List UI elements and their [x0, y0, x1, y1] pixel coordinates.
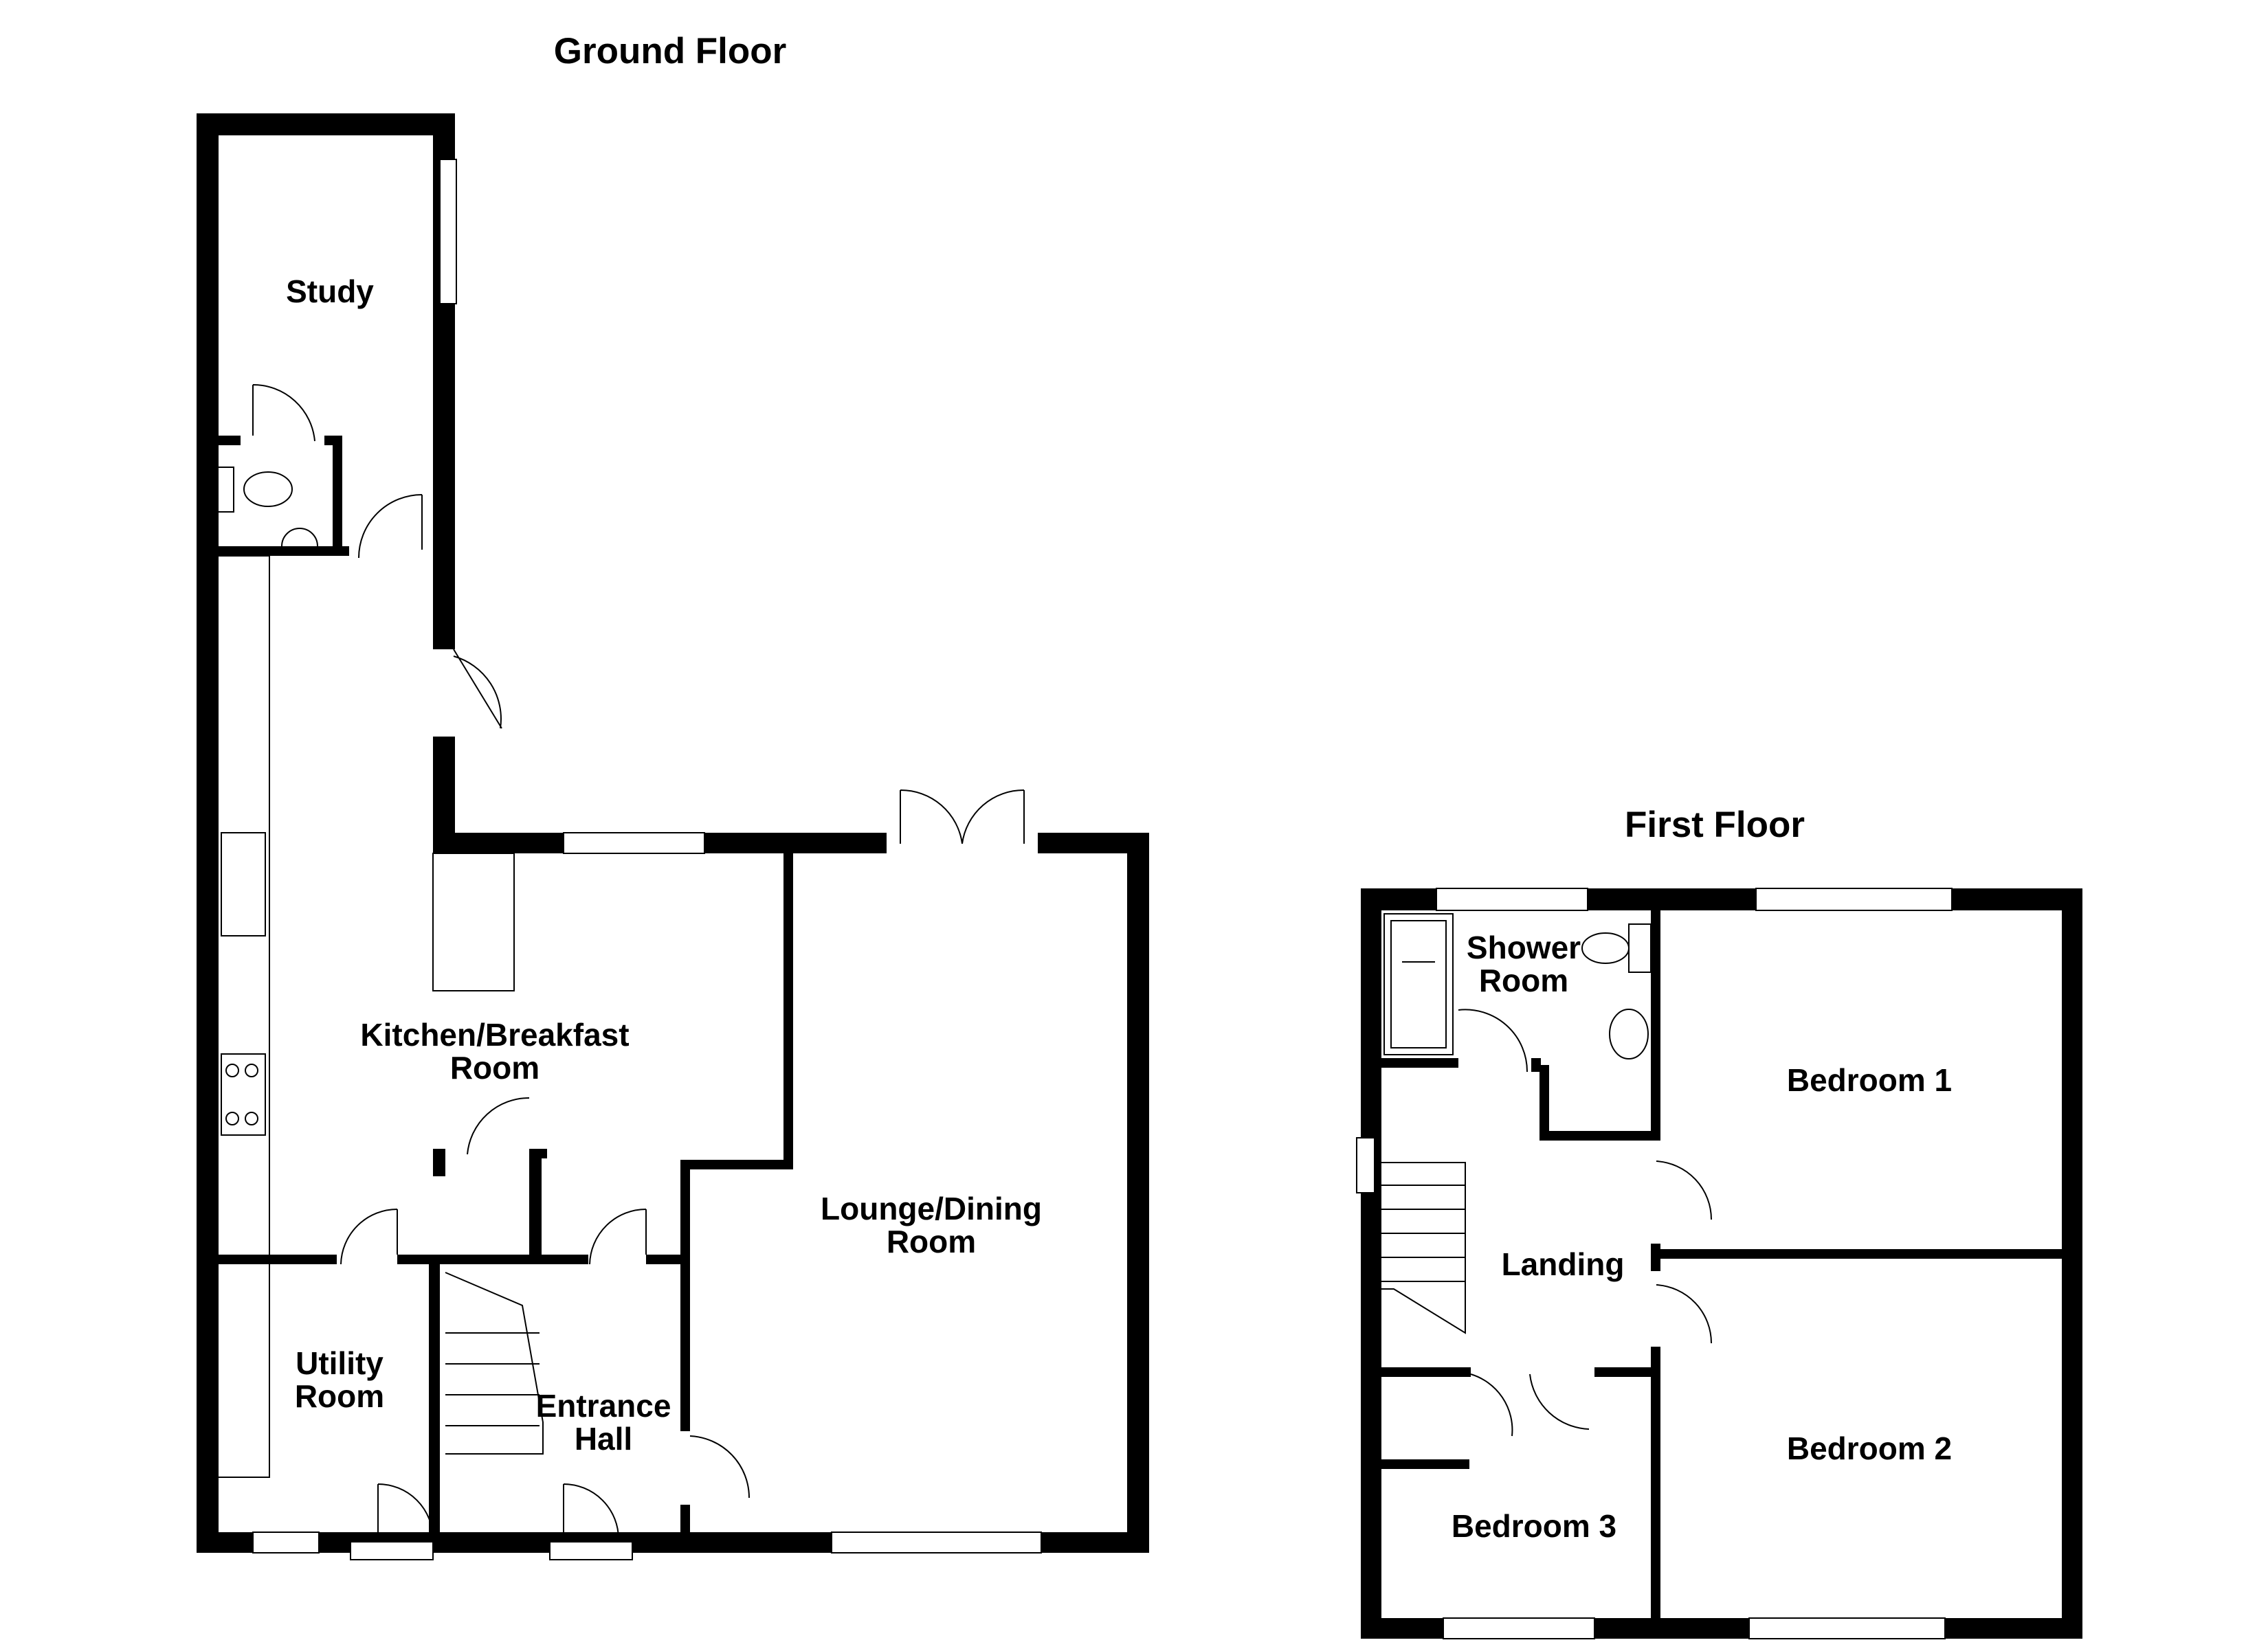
ground-floor-title: Ground Floor	[554, 31, 787, 71]
hob-ring	[225, 1064, 239, 1077]
basin-icon	[281, 528, 318, 547]
wall	[1660, 1249, 2066, 1259]
door	[961, 789, 1025, 844]
wall	[333, 436, 342, 552]
staircase	[1377, 1162, 1466, 1334]
room-label-shower-room: Shower	[1467, 930, 1581, 965]
room-label-bedroom-2: Bedroom 2	[1787, 1431, 1952, 1466]
wall	[1651, 1244, 1660, 1271]
toilet-cistern	[1628, 923, 1652, 973]
door	[589, 1209, 647, 1265]
wall	[1539, 1065, 1549, 1141]
shower-tray	[1383, 913, 1454, 1055]
room-label-entrance-hall: Hall	[575, 1421, 632, 1457]
staircase	[445, 1272, 544, 1455]
wall	[646, 1255, 687, 1264]
wall	[680, 1160, 690, 1431]
wall	[1531, 1058, 1541, 1072]
window	[1748, 1617, 1946, 1639]
hob-ring	[245, 1064, 258, 1077]
door	[563, 1483, 619, 1540]
door	[453, 649, 502, 729]
room-label-shower-room: Room	[1479, 963, 1568, 998]
window	[439, 159, 457, 304]
window	[1356, 1137, 1375, 1193]
room-label-bedroom-1: Bedroom 1	[1787, 1062, 1952, 1098]
ground-floor-plan: Study Kitchen/Breakfast Room Lounge/Dini…	[197, 113, 1149, 1560]
hob-icon	[221, 1053, 266, 1136]
wall	[433, 1149, 445, 1176]
room-label-lounge: Room	[887, 1224, 976, 1259]
hob-ring	[245, 1112, 258, 1125]
door	[377, 1483, 434, 1540]
first-floor-title: First Floor	[1625, 805, 1805, 845]
wall	[1539, 1131, 1660, 1141]
wall	[1594, 1367, 1660, 1377]
window	[1443, 1617, 1595, 1639]
wc-icon	[1581, 932, 1630, 964]
wall	[1127, 833, 1149, 1553]
room-label-lounge: Lounge/Dining	[821, 1191, 1042, 1226]
wall	[783, 845, 793, 1168]
window	[1436, 888, 1588, 911]
shower-tray-outline	[1390, 920, 1447, 1048]
basin-icon	[1609, 1009, 1649, 1059]
window	[350, 1541, 434, 1560]
room-label-bedroom-3: Bedroom 3	[1452, 1508, 1616, 1544]
door	[900, 789, 963, 844]
wall	[1651, 907, 1660, 1141]
window	[252, 1532, 320, 1553]
sink-icon	[221, 832, 266, 936]
wall	[429, 1257, 440, 1539]
wall	[197, 113, 219, 1553]
door	[1470, 1373, 1513, 1437]
room-label-landing: Landing	[1502, 1246, 1625, 1282]
wall	[1381, 1367, 1471, 1377]
room-label-utility: Utility	[296, 1345, 383, 1381]
wall	[2062, 888, 2082, 1639]
wall	[1361, 888, 1381, 1639]
hob-ring	[225, 1112, 239, 1125]
door	[1656, 1160, 1713, 1220]
door	[1458, 1009, 1528, 1073]
wall	[680, 1505, 690, 1539]
window	[1755, 888, 1953, 911]
door	[358, 494, 423, 559]
wall	[219, 546, 349, 556]
kitchen-worktop	[219, 555, 270, 1255]
wall	[529, 1149, 547, 1158]
wall	[1651, 1355, 1660, 1623]
door	[340, 1209, 398, 1265]
wall	[529, 1149, 542, 1264]
breakfast-bar	[432, 853, 515, 991]
door	[1656, 1284, 1713, 1344]
room-label-entrance-hall: Entrance	[536, 1388, 671, 1424]
room-label-kitchen: Kitchen/Breakfast	[360, 1017, 629, 1053]
window	[563, 832, 705, 854]
wc-icon	[219, 467, 293, 513]
first-floor-plan: Shower Room Bedroom 1 Bedroom 2 Bedroom …	[1356, 888, 2082, 1639]
room-label-study: Study	[286, 273, 374, 309]
door	[467, 1097, 530, 1155]
room-label-kitchen: Room	[450, 1050, 540, 1086]
door	[1529, 1373, 1590, 1430]
utility-worktop	[219, 1264, 270, 1478]
wall	[1381, 1058, 1458, 1068]
wall	[197, 113, 455, 135]
door	[252, 383, 315, 442]
wall	[219, 1255, 337, 1264]
wall	[433, 1255, 588, 1264]
room-label-utility: Room	[295, 1378, 384, 1414]
window	[549, 1541, 633, 1560]
wall	[1381, 1459, 1469, 1469]
wall	[680, 1160, 793, 1169]
window	[831, 1532, 1042, 1553]
wall	[219, 436, 241, 445]
door	[689, 1435, 751, 1499]
